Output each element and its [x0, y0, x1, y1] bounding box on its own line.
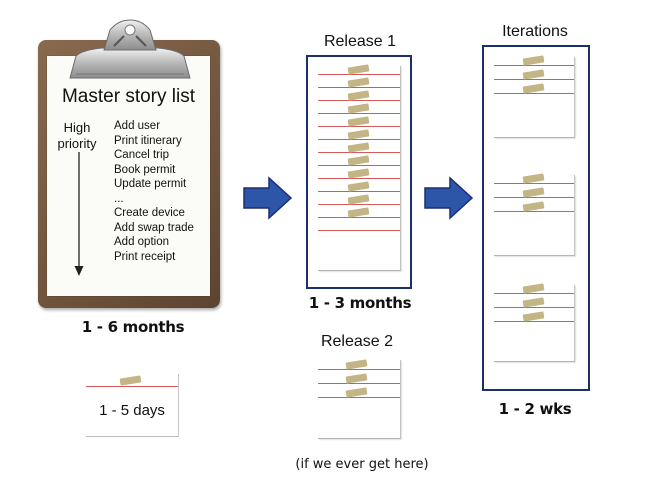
release1-sheet: [318, 64, 401, 271]
release1-line: [318, 165, 400, 166]
release1-line: [318, 204, 400, 205]
release1-line: [318, 74, 400, 75]
release2-title: Release 2: [320, 333, 394, 350]
release1-line: [318, 178, 400, 179]
iteration-line: [494, 65, 574, 66]
iteration-line: [494, 197, 574, 198]
release2-line: [318, 369, 400, 370]
priority-arrow-icon: [74, 152, 84, 276]
story-item: Add user: [114, 120, 161, 132]
story-item: Cancel trip: [114, 149, 169, 161]
release1-duration: 1 - 3 months: [308, 294, 412, 312]
release1-line: [318, 191, 400, 192]
release2-line: [318, 383, 400, 384]
clipboard-clip-icon: [69, 19, 191, 79]
master-story-list-title: Master story list: [61, 86, 196, 107]
card-red-line: [86, 386, 178, 387]
master-duration: 1 - 6 months: [81, 318, 185, 336]
iteration-line: [494, 307, 574, 308]
story-item: Create device: [114, 207, 185, 219]
release1-line: [318, 126, 400, 127]
iteration-line: [494, 183, 574, 184]
release2-sheet: [318, 359, 401, 439]
story-item: Book permit: [114, 163, 176, 176]
clipboard-paper: [47, 56, 210, 296]
story-item: Add option: [114, 236, 169, 248]
story-item: ...: [114, 192, 124, 205]
story-item: Update permit: [114, 178, 187, 190]
release2-note: (if we ever get here): [295, 457, 429, 472]
iterations-duration: 1 - 2 wks: [498, 400, 572, 418]
release1-line: [318, 113, 400, 114]
story-list: Add user Print itinerary Cancel trip Boo…: [114, 119, 194, 264]
iteration-line: [494, 79, 574, 80]
story-item: Print receipt: [114, 250, 176, 263]
iteration-line: [494, 293, 574, 294]
story-item: Print itinerary: [114, 134, 182, 147]
story-item: Add swap trade: [114, 221, 194, 234]
release1-title: Release 1: [323, 33, 397, 50]
story-card: [86, 374, 179, 437]
release2-line: [318, 397, 400, 398]
iteration-sheet: [494, 173, 575, 256]
tape-icon: [119, 375, 142, 386]
right-arrow-icon: [424, 176, 474, 220]
iteration-sheet: [494, 55, 575, 138]
iteration-line: [494, 211, 574, 212]
release1-line: [318, 152, 400, 153]
release1-line: [318, 230, 400, 231]
story-card-text: 1 - 5 days: [99, 402, 165, 419]
right-arrow-icon: [243, 176, 293, 220]
release1-line: [318, 139, 400, 140]
release1-line: [318, 100, 400, 101]
release1-line: [318, 217, 400, 218]
iteration-line: [494, 93, 574, 94]
high-priority-label: High priority: [57, 120, 97, 151]
iteration-line: [494, 321, 574, 322]
iteration-sheet: [494, 283, 575, 362]
iterations-title: Iterations: [502, 23, 568, 40]
release1-line: [318, 87, 400, 88]
